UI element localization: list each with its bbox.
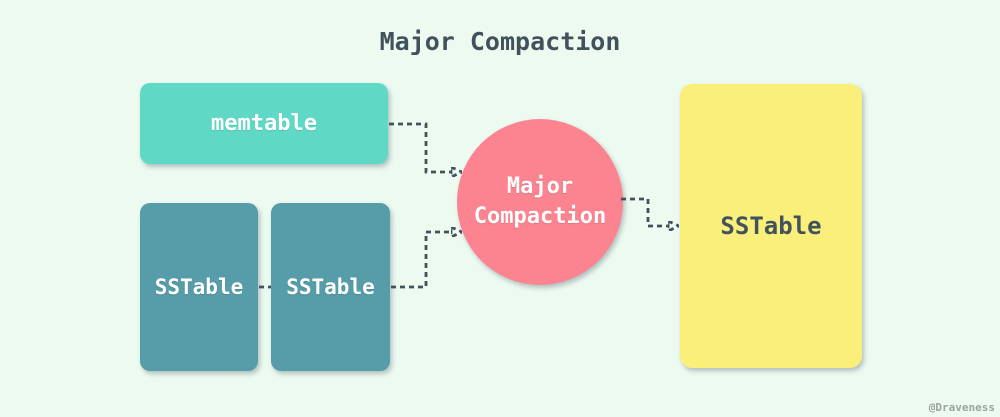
connector-memtable-to-compaction — [389, 122, 451, 172]
node-major-compaction-label-line1: Major — [506, 174, 574, 199]
node-sstable-input-2: SSTable — [271, 203, 390, 371]
diagram-title: Major Compaction — [379, 27, 621, 56]
connector-sstable2-to-compaction — [391, 232, 451, 289]
node-memtable-label: memtable — [211, 111, 317, 136]
node-memtable: memtable — [140, 83, 388, 164]
watermark: @Draveness — [928, 401, 995, 414]
node-sstable-output: SSTable — [680, 84, 862, 368]
node-major-compaction: Major Compaction — [457, 119, 623, 285]
node-sstable-input-1: SSTable — [140, 203, 258, 371]
node-sstable-output-label: SSTable — [720, 212, 822, 240]
connector-compaction-to-output — [621, 197, 668, 226]
node-sstable-input-2-label: SSTable — [286, 275, 375, 299]
node-sstable-input-1-label: SSTable — [154, 275, 244, 299]
node-major-compaction-label-line2: Compaction — [473, 204, 607, 229]
